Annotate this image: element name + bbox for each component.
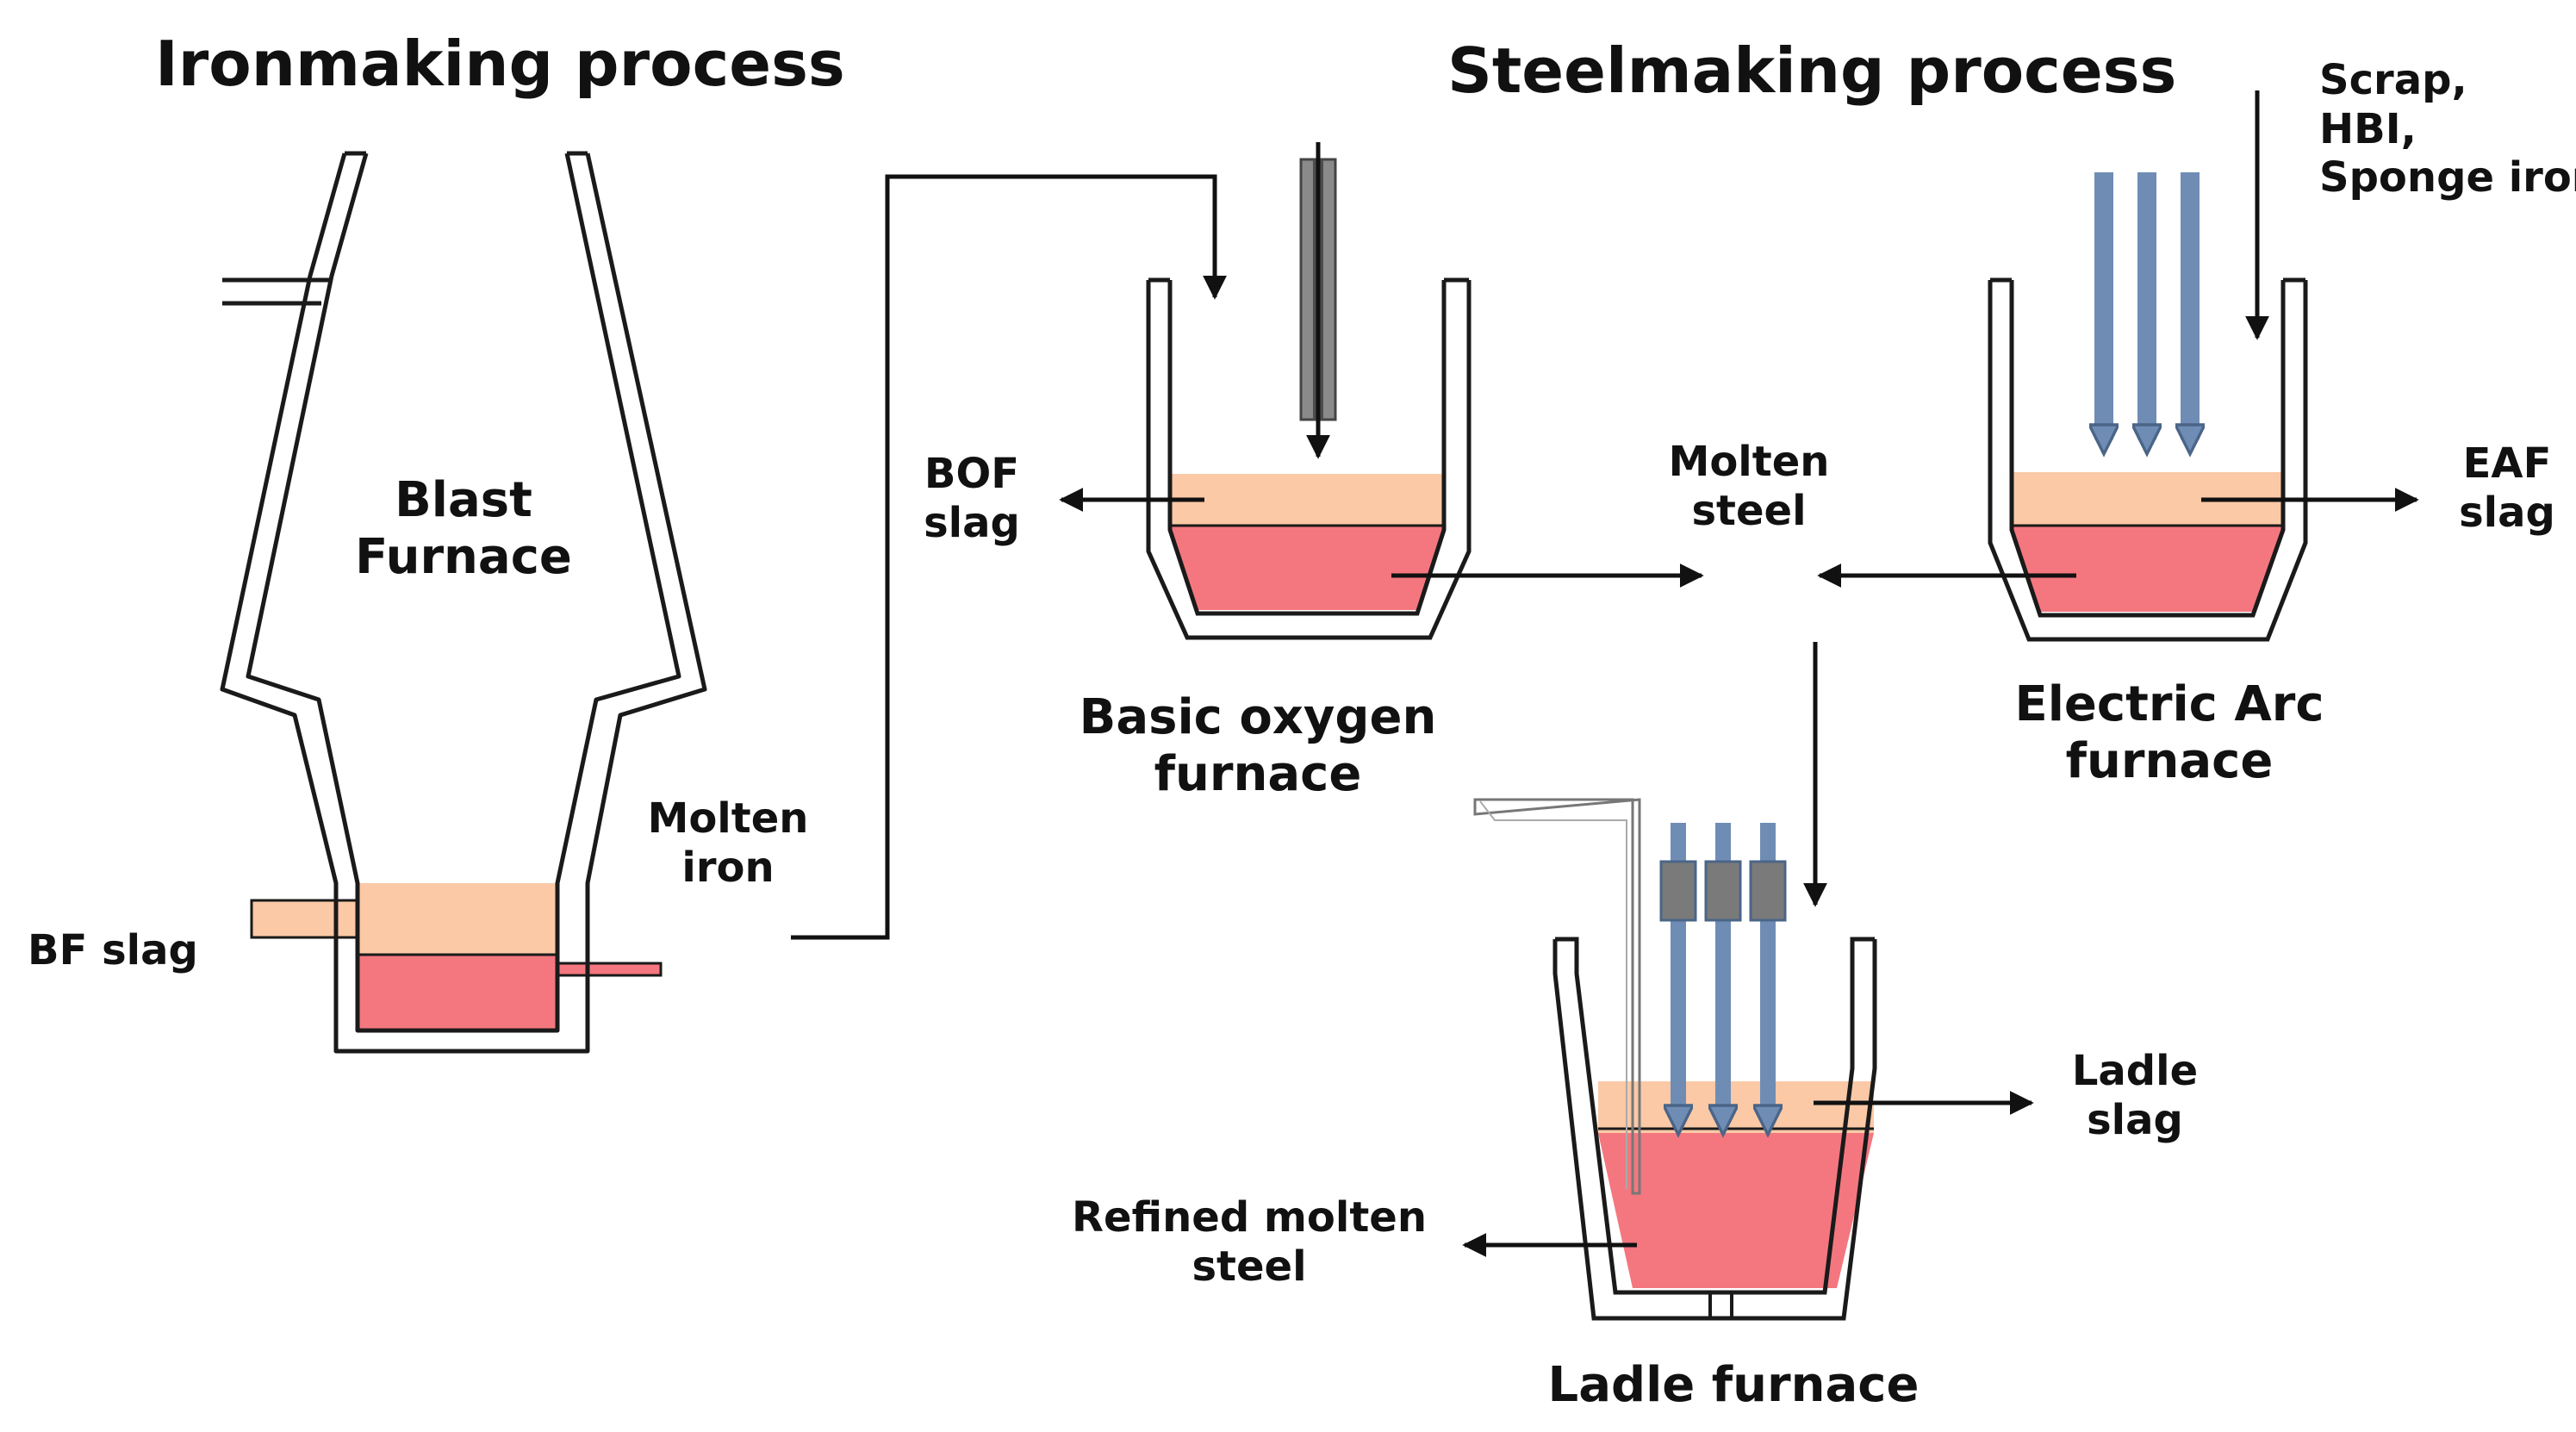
electric-arc-furnace — [1988, 90, 2308, 642]
ladle-electrodes — [1659, 823, 1787, 1120]
ladle-furnace — [1473, 798, 1877, 1321]
bf-molten-iron-layer — [356, 953, 559, 1032]
bof-molten-steel — [1170, 526, 1444, 610]
bof-slag-layer — [1170, 474, 1444, 526]
bf-inner-wall — [246, 153, 681, 1033]
bf-iron-tap — [556, 962, 663, 977]
steelmaking-title: Steelmaking process — [1447, 34, 2177, 107]
bf-slag-layer — [358, 883, 557, 955]
blast-furnace — [220, 151, 707, 1054]
ironmaking-title: Ironmaking process — [155, 28, 845, 100]
ladle-injection-pipe — [1473, 798, 1641, 1195]
eaf-molten-steel — [2012, 526, 2283, 612]
molten-iron-transfer-arrow — [791, 174, 1227, 940]
basic-oxygen-furnace — [1146, 142, 1472, 640]
bf-slag-label: BF slag — [28, 926, 198, 974]
bf-slag-outlet — [250, 899, 360, 939]
bf-outer-wall — [220, 153, 707, 1054]
eaf-inputs-label: Scrap,HBI,Sponge iron — [2319, 56, 2576, 202]
ladle-furnace-label: Ladle furnace — [1547, 1357, 1920, 1413]
ladle-molten-steel — [1598, 1133, 1874, 1288]
